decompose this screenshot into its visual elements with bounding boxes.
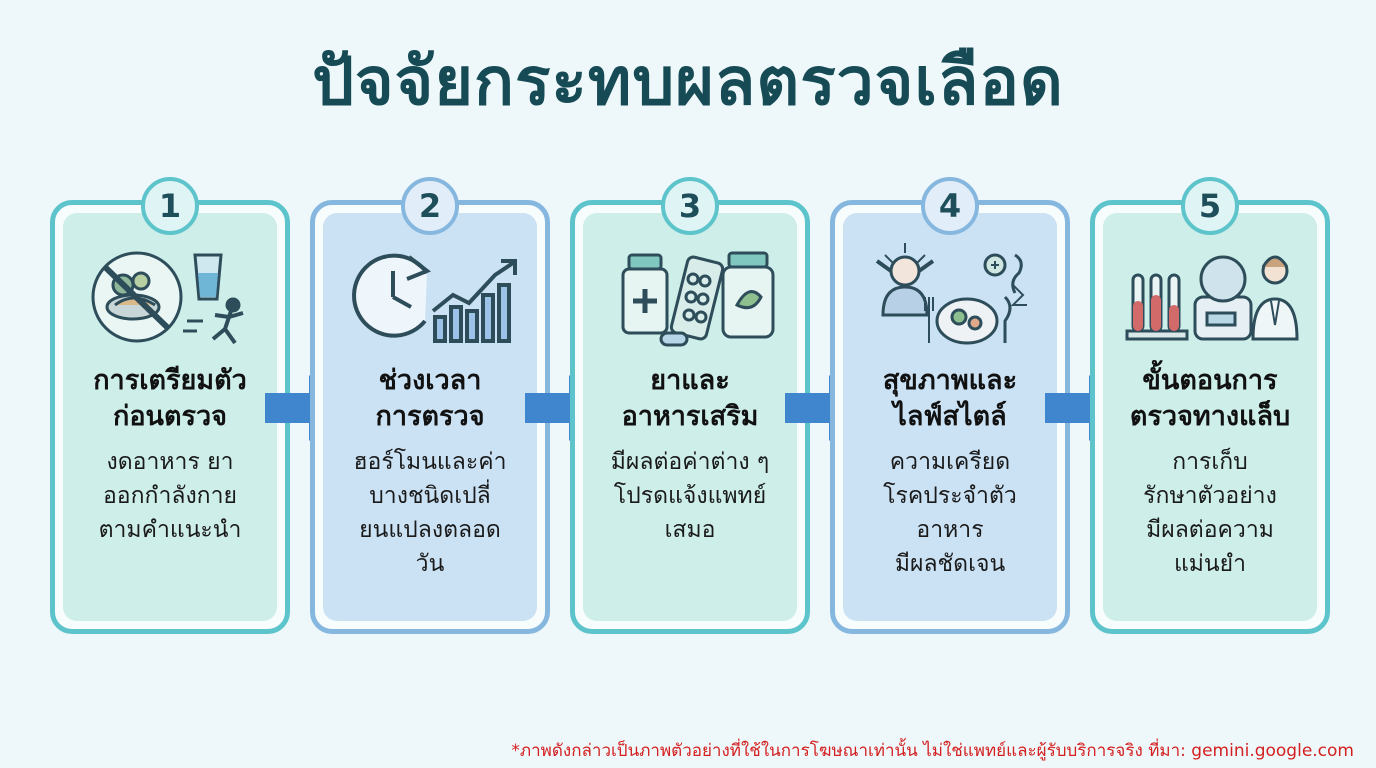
step-heading: ยาและ อาหารเสริม	[621, 365, 759, 432]
step-heading: ขั้นตอนการ ตรวจทางแล็บ	[1129, 365, 1291, 432]
medicine-supplement-icon	[621, 251, 775, 347]
step-heading: สุขภาพและ ไลฟ์สไตล์	[882, 365, 1018, 432]
step-number-badge: 4	[921, 177, 979, 235]
clock-trend-icon	[352, 253, 517, 343]
step-description: งดอาหาร ยา ออกกำลังกาย ตามคำแนะนำ	[98, 449, 242, 543]
no-food-drink-exercise-icon	[91, 251, 244, 345]
step-description: มีผลต่อค่าต่าง ๆ โปรดแจ้งแพทย์ เสมอ	[610, 449, 770, 543]
step-number-badge: 2	[401, 177, 459, 235]
step-card-2: 2 ช่วงเวลา การตรวจ ฮอร์โมนและค่า บางชนิด…	[310, 177, 550, 634]
step-card-5: 5 ขั้นตอนการ ตรวจทางแล็บ การเก็บ รักษาตั…	[1090, 177, 1330, 634]
step-heading: การเตรียมตัว ก่อนตรวจ	[93, 365, 247, 432]
step-heading: ช่วงเวลา การตรวจ	[375, 365, 485, 432]
step-description: ความเครียด โรคประจำตัว อาหาร มีผลชัดเจน	[883, 449, 1017, 577]
stress-health-icon	[875, 243, 1027, 345]
disclaimer-footnote: *ภาพดังกล่าวเป็นภาพตัวอย่างที่ใช้ในการโฆ…	[511, 741, 1354, 761]
step-number-badge: 1	[141, 177, 199, 235]
page-title: ปัจจัยกระทบผลตรวจเลือด	[312, 43, 1064, 120]
step-number-badge: 5	[1181, 177, 1239, 235]
step-description: ฮอร์โมนและค่า บางชนิดเปลี่ ยนแปลงตลอด วั…	[353, 449, 507, 577]
step-card-4: 4 สุขภาพและ ไลฟ์สไตล์ ความเครียด โรคประจ…	[830, 177, 1070, 634]
step-number-badge: 3	[661, 177, 719, 235]
step-card-1: 1 การเตรียมตัว ก่อนตรวจ งดอาหาร ยา ออกกำ…	[50, 177, 290, 634]
step-card-3: 3 ยาและ อาหารเสริม มีผลต่อค่าต่าง ๆ โปรด…	[570, 177, 810, 634]
step-description: การเก็บ รักษาตัวอย่าง มีผลต่อความ แม่นยำ	[1143, 449, 1277, 577]
lab-equipment-icon	[1125, 255, 1299, 341]
